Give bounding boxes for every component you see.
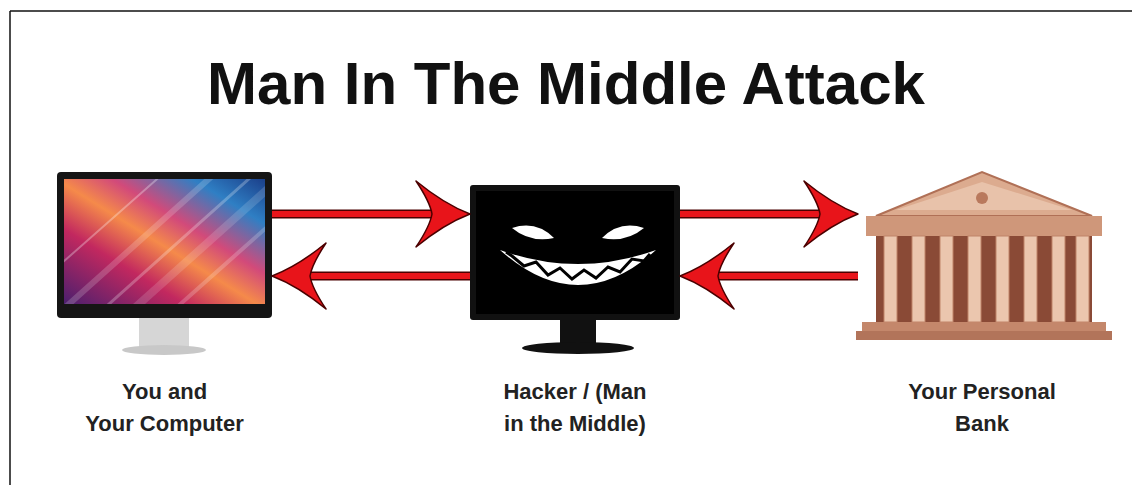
arrow-shaft xyxy=(708,273,858,279)
arrow-shaft-outline xyxy=(300,272,470,281)
bank-step xyxy=(856,331,1112,340)
arrow-connector xyxy=(708,276,858,277)
bank-column xyxy=(1076,236,1089,322)
monitor-bezel xyxy=(57,172,272,318)
bank-pediment-inner xyxy=(896,182,1072,210)
monitor-bezel xyxy=(470,185,680,320)
monitor-neck xyxy=(560,318,596,344)
illustration-node: Your Personal Bank xyxy=(858,170,1106,440)
monitor-base xyxy=(522,342,634,354)
node-label: Your Personal Bank xyxy=(892,376,1072,440)
bank-illustration xyxy=(856,172,1112,340)
bank-step xyxy=(862,322,1106,331)
diagram-title: Man In The Middle Attack xyxy=(0,48,1132,120)
bank-entablature xyxy=(866,216,1102,236)
arrow-shaft xyxy=(300,273,470,279)
computer-illustration xyxy=(20,150,320,355)
bank-column xyxy=(1024,236,1037,322)
screen-streak xyxy=(80,179,265,304)
node-label: Hacker / (Man in the Middle) xyxy=(470,376,680,440)
hacker-eye xyxy=(512,226,554,240)
bank-emblem xyxy=(976,192,988,204)
frame-line xyxy=(9,11,11,485)
screen-streaks xyxy=(64,179,265,304)
arrow-connector xyxy=(680,214,830,215)
screen-streak xyxy=(64,179,190,300)
arrow-shaft-outline xyxy=(272,210,442,219)
monitor-neck xyxy=(139,318,189,348)
arrow-shaft-outline xyxy=(680,210,830,219)
monitor-base xyxy=(122,345,206,355)
bank-column xyxy=(940,236,953,322)
arrow-shaft xyxy=(272,211,442,217)
hacker-illustration xyxy=(470,185,680,354)
monitor-screen xyxy=(476,191,674,314)
bank-column xyxy=(996,236,1009,322)
screen-streak xyxy=(140,180,265,304)
grin-teeth xyxy=(506,252,650,279)
bank-column xyxy=(912,236,925,322)
node-label: You and Your Computer xyxy=(65,376,265,440)
bank-columns xyxy=(884,236,1089,322)
illustration-node: Hacker / (Man in the Middle) xyxy=(470,185,680,440)
arrow-connector xyxy=(272,214,442,215)
bank-column xyxy=(884,236,897,322)
arrow-shaft-outline xyxy=(708,272,858,281)
bank-column xyxy=(968,236,981,322)
bank-pediment xyxy=(876,172,1092,216)
screen-streak xyxy=(110,179,265,304)
arrow-shaft xyxy=(680,211,830,217)
hacker-eye xyxy=(602,226,644,240)
hacker-grin xyxy=(500,250,656,285)
arrow-connector xyxy=(300,276,470,277)
bank-column xyxy=(1052,236,1065,322)
bank-wall xyxy=(876,236,1092,322)
frame-line xyxy=(10,10,1132,12)
illustration-node: You and Your Computer xyxy=(57,172,272,440)
